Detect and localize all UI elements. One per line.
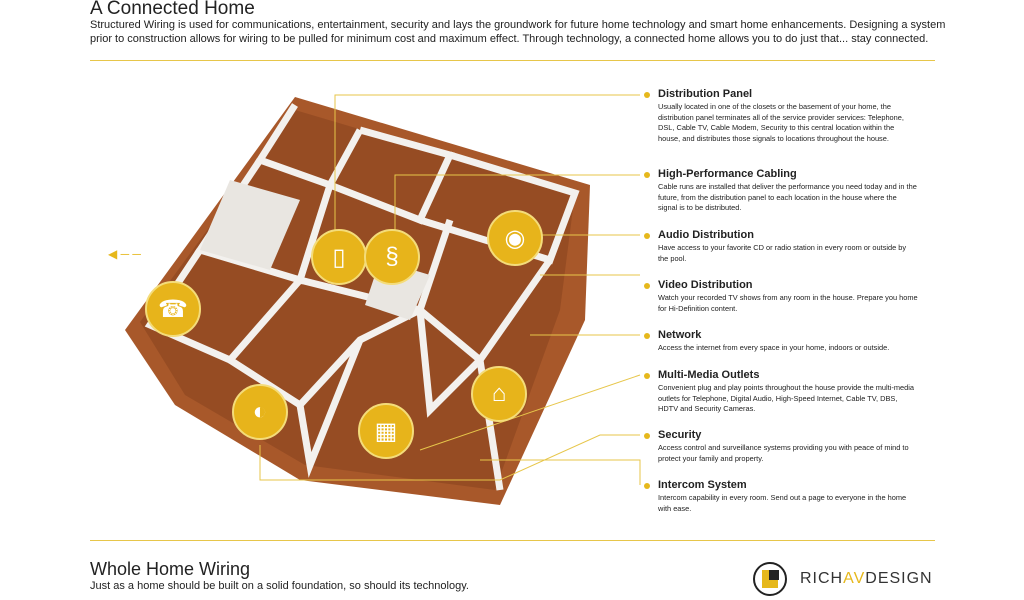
speaker-icon: ◉ <box>487 210 543 266</box>
logo-mark <box>753 562 787 596</box>
intercom-icon: ▦ <box>358 403 414 459</box>
page-title: A Connected Home <box>90 0 255 19</box>
telephone-icon: ☎ <box>145 281 201 337</box>
divider-top <box>90 60 935 61</box>
footer-title: Whole Home Wiring <box>90 559 251 579</box>
router-icon: ⌂ <box>471 366 527 422</box>
distribution-panel-icon: ▯ <box>311 229 367 285</box>
footer-subtitle: Just as a home should be built on a soli… <box>90 580 469 592</box>
divider-bottom <box>90 540 935 541</box>
left-arrow-icon: ◀ ─ ─ <box>108 247 141 261</box>
cable-icon: § <box>364 229 420 285</box>
floor-plan-illustration <box>125 94 641 505</box>
security-camera-icon: ◐ <box>232 384 288 440</box>
intro-text: Structured Wiring is used for communicat… <box>90 19 946 45</box>
logo-text: RICHAVDESIGN <box>800 570 933 587</box>
